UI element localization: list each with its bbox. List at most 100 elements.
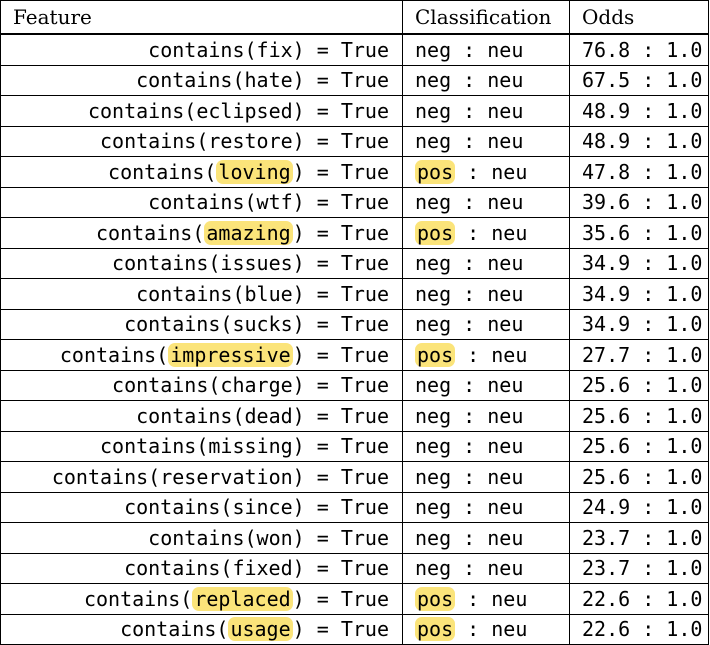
classification-cell: pos : neu [402, 583, 570, 615]
feature-cell: contains(sucks) = True [0, 308, 403, 340]
class-separator: : [451, 68, 488, 93]
fn-close: ) [292, 190, 305, 215]
class-right: neu [491, 159, 528, 184]
class-left: neg [415, 434, 452, 459]
odds-value: 34.9 : 1.0 [582, 312, 703, 337]
class-right: neu [487, 495, 524, 520]
class-separator: : [451, 251, 488, 276]
fn-close: ) [292, 556, 305, 581]
class-left: neg [415, 98, 452, 123]
odds-cell: 25.6 : 1.0 [569, 369, 709, 401]
class-right: neu [487, 68, 524, 93]
class-left: neg [415, 525, 452, 550]
fn-close: ) [292, 129, 305, 154]
fn-close: ) [292, 434, 305, 459]
feature-word: sucks [232, 312, 293, 337]
class-separator: : [451, 281, 488, 306]
class-right: neu [487, 556, 524, 581]
class-separator: : [451, 129, 488, 154]
class-separator: : [455, 617, 492, 642]
class-separator: : [451, 525, 488, 550]
class-left: pos [415, 342, 456, 367]
feature-cell: contains(fix) = True [0, 33, 403, 66]
odds-cell: 23.7 : 1.0 [569, 522, 709, 554]
fn-open: contains( [136, 68, 245, 93]
classification-cell: pos : neu [402, 613, 570, 645]
feature-word: eclipsed [196, 98, 293, 123]
class-separator: : [451, 373, 488, 398]
class-left: neg [415, 281, 452, 306]
feature-cell: contains(dead) = True [0, 400, 403, 432]
class-right: neu [487, 312, 524, 337]
class-left: neg [415, 37, 452, 62]
feature-cell: contains(blue) = True [0, 278, 403, 310]
feature-cell: contains(amazing) = True [0, 217, 403, 249]
odds-value: 27.7 : 1.0 [582, 342, 703, 367]
classification-cell: neg : neu [402, 430, 570, 462]
odds-value: 47.8 : 1.0 [582, 159, 703, 184]
fn-open: contains( [124, 495, 233, 520]
classification-cell: neg : neu [402, 95, 570, 127]
feature-cell: contains(won) = True [0, 522, 403, 554]
class-right: neu [487, 434, 524, 459]
fn-open: contains( [148, 525, 257, 550]
fn-close: ) [292, 312, 305, 337]
odds-value: 39.6 : 1.0 [582, 190, 703, 215]
classification-header: Classification [402, 0, 570, 35]
class-separator: : [455, 342, 492, 367]
fn-open: contains( [112, 373, 221, 398]
equals-true: = True [304, 220, 389, 245]
class-left: neg [415, 373, 452, 398]
class-right: neu [487, 37, 524, 62]
fn-open: contains( [59, 342, 169, 367]
table-body: contains(fix) = True neg : neu 76.8 : 1.0 c… [0, 33, 709, 645]
feature-cell: contains(reservation) = True [0, 461, 403, 493]
feature-word: replaced [192, 586, 293, 611]
fn-open: contains( [120, 617, 229, 642]
class-left: neg [415, 556, 452, 581]
fn-close: ) [292, 403, 305, 428]
class-right: neu [487, 251, 524, 276]
equals-true: = True [304, 281, 389, 306]
feature-cell: contains(missing) = True [0, 430, 403, 462]
odds-cell: 34.9 : 1.0 [569, 278, 709, 310]
odds-cell: 76.8 : 1.0 [569, 33, 709, 66]
class-left: neg [415, 68, 452, 93]
fn-open: contains( [51, 464, 161, 489]
classification-cell: pos : neu [402, 156, 570, 188]
odds-cell: 39.6 : 1.0 [569, 186, 709, 218]
class-separator: : [455, 586, 492, 611]
classification-cell: neg : neu [402, 186, 570, 218]
feature-word: missing [208, 434, 293, 459]
class-separator: : [451, 403, 488, 428]
odds-cell: 25.6 : 1.0 [569, 430, 709, 462]
fn-close: ) [292, 373, 305, 398]
class-right: neu [491, 586, 528, 611]
feature-cell: contains(since) = True [0, 491, 403, 523]
fn-close: ) [292, 525, 305, 550]
odds-cell: 25.6 : 1.0 [569, 400, 709, 432]
fn-close: ) [292, 251, 305, 276]
classification-cell: neg : neu [402, 125, 570, 157]
equals-true: = True [304, 251, 389, 276]
classification-cell: neg : neu [402, 400, 570, 432]
odds-cell: 34.9 : 1.0 [569, 247, 709, 279]
fn-close: ) [292, 464, 305, 489]
feature-word: reservation [160, 464, 293, 489]
equals-true: = True [304, 586, 389, 611]
classification-cell: pos : neu [402, 339, 570, 371]
odds-cell: 25.6 : 1.0 [569, 461, 709, 493]
class-right: neu [487, 373, 524, 398]
class-left: neg [415, 312, 452, 337]
equals-true: = True [304, 373, 389, 398]
odds-value: 48.9 : 1.0 [582, 98, 703, 123]
feature-word: loving [216, 159, 293, 184]
feature-word: restore [208, 129, 293, 154]
feature-word: amazing [204, 220, 293, 245]
equals-true: = True [304, 68, 389, 93]
class-right: neu [487, 190, 524, 215]
odds-cell: 34.9 : 1.0 [569, 308, 709, 340]
